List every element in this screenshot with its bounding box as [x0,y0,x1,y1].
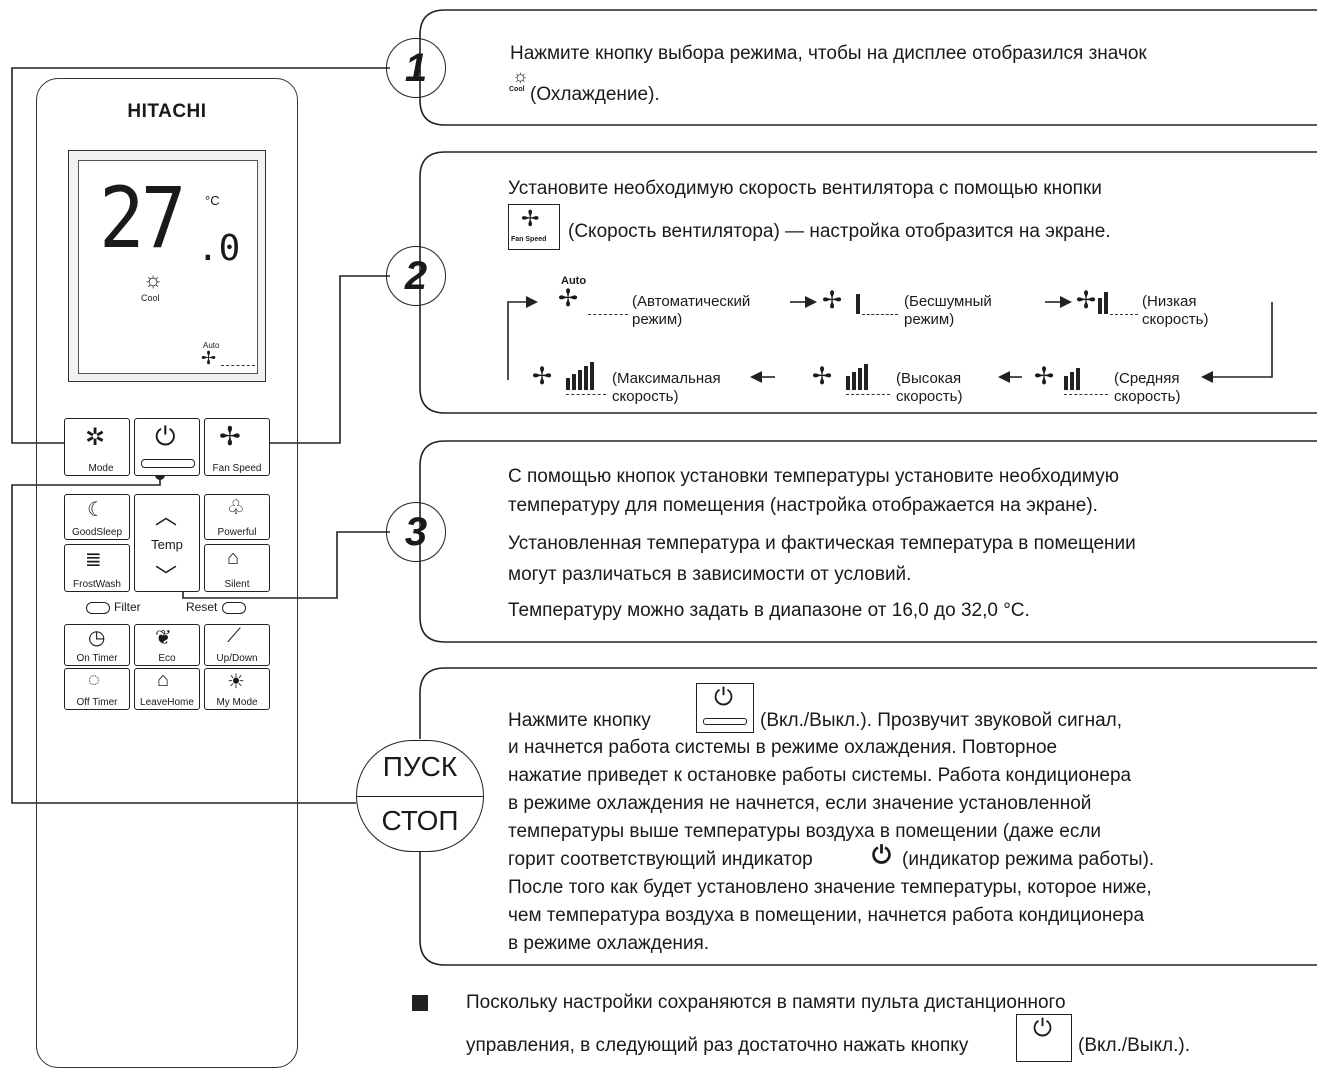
display-temperature: 27 [99,169,186,267]
home-icon: ⌂ [157,669,170,691]
remote-brand: HITACHI [127,101,207,122]
flow-fan-quiet-icon: ✢ [822,287,843,314]
box4-line3: нажатие приведет к остановке работы сист… [508,765,1132,786]
frostwash-icon: ≣ [85,549,102,571]
fan-speed-icon-box: ✢ Fan Speed [508,204,560,250]
timer-icon: ◷ [88,627,106,649]
temp-button[interactable]: ︿ Temp ﹀ [134,494,200,592]
box4-line9: в режиме охлаждения. [508,933,710,954]
note-bullet [412,995,428,1011]
chevron-up-icon: ︿ [155,504,178,529]
box4-line6b: (индикатор режима работы). [902,849,1155,870]
box4-line5: температуры выше температуры воздуха в п… [508,821,1102,842]
box1-line1: Нажмите кнопку выбора режима, чтобы на д… [510,43,1147,64]
powerful-button[interactable]: ♧ Powerful [204,494,270,540]
box3-line4: могут различаться в зависимости от услов… [508,564,912,585]
note-line2b: (Вкл./Выкл.). [1078,1035,1190,1056]
box3-line1: С помощью кнопок установки температуры у… [508,466,1119,487]
power-button-icon: ⏻ [696,683,754,733]
flow-fan-low-icon: ✢ [1076,287,1097,314]
display-temp-decimal: .0 [197,228,241,269]
flow-auto-label: Auto [561,275,587,287]
box4-line4: в режиме охлаждения не начнется, если зн… [508,793,1092,814]
filter-label: Filter [114,600,141,614]
step-2-circle: 2 [386,246,446,306]
powerful-icon: ♧ [227,497,245,519]
display-cool-icon: ☼ [143,267,164,292]
box2-line2: (Скорость вентилятора) — настройка отобр… [568,221,1111,242]
step-1-circle: 1 [386,38,446,98]
stop-label: СТОП [381,805,459,836]
box4-line1b: (Вкл./Выкл.). Прозвучит звуковой сигнал, [760,710,1123,731]
filter-button[interactable] [86,602,110,614]
silent-button[interactable]: ⌂ Silent [204,544,270,592]
display-fan-icon: ✢ [201,348,217,368]
box4-line2: и начнется работа системы в режиме охлаж… [508,737,1058,758]
display-mode-label: Cool [141,293,160,303]
goodsleep-button[interactable]: ☾ GoodSleep [64,494,130,540]
moon-icon: ☾ [87,499,105,521]
display-unit: °C [205,193,220,208]
reset-label: Reset [186,600,218,614]
box2-line1: Установите необходимую скорость вентилят… [508,178,1102,199]
note-line2a: управления, в следующий раз достаточно н… [466,1035,969,1056]
off-timer-button[interactable]: ◌ Off Timer [64,668,130,710]
my-mode-icon: ☀ [227,671,245,693]
box1-line2: (Охлаждение). [530,84,660,105]
frostwash-button[interactable]: ≣ FrostWash [64,544,130,592]
start-label: ПУСК [382,751,458,782]
cool-icon-label: Cool [509,86,525,93]
power-button[interactable]: ⏻ [134,418,200,476]
chevron-down-icon: ﹀ [155,564,178,589]
flow-fan-med-icon: ✢ [1034,363,1055,390]
box4-line1a: Нажмите кнопку [508,710,651,731]
silent-icon: ⌂ [227,547,240,569]
box3-line3: Установленная температура и фактическая … [508,533,1136,554]
my-mode-button[interactable]: ☀ My Mode [204,668,270,710]
power-icon: ⏻ [155,421,176,451]
off-timer-icon: ◌ [88,669,100,691]
reset-button[interactable] [222,602,246,614]
power-icon: ⏻ [714,684,733,711]
note-power-button-icon: ⏻ [1016,1014,1072,1062]
fan-icon: ✢ [219,421,241,451]
box4-line8: чем температура воздуха в помещении, нач… [508,905,1145,926]
flow-fan-high-icon: ✢ [812,363,833,390]
swing-icon: ⟋ [227,625,241,647]
start-stop-oval: ПУСК СТОП [356,740,484,852]
power-icon: ⏻ [1033,1015,1052,1042]
display-fan-label: Auto [203,341,220,350]
cool-icon: ☼ [512,66,529,86]
box4-line6a: горит соответствующий индикатор [508,849,813,870]
box4-line7: После того как будет установлено значени… [508,877,1152,898]
flow-fan-max-icon: ✢ [532,363,553,390]
eco-button[interactable]: ❦ Eco [134,624,200,666]
mode-button[interactable]: ✲ Mode [64,418,130,476]
leaf-icon: ❦ [155,627,172,649]
flow-fan-auto-icon: ✢ [558,285,579,312]
fan-speed-button[interactable]: ✢ Fan Speed [204,418,270,476]
remote-display: 27 .0 °C ☼ Cool Auto ✢ [68,150,266,382]
box3-line5: Температуру можно задать в диапазоне от … [508,600,1030,621]
mode-icon: ✲ [85,424,106,451]
on-timer-button[interactable]: ◷ On Timer [64,624,130,666]
leavehome-button[interactable]: ⌂ LeaveHome [134,668,200,710]
indicator-power-icon: ⏻ [872,842,891,869]
note-line1: Поскольку настройки сохраняются в памяти… [466,992,1066,1013]
up-down-button[interactable]: ⟋ Up/Down [204,624,270,666]
fan-speed-icon: ✢ [521,206,540,231]
box3-line2: температуру для помещения (настройка ото… [508,495,1098,516]
step-3-circle: 3 [386,502,446,562]
